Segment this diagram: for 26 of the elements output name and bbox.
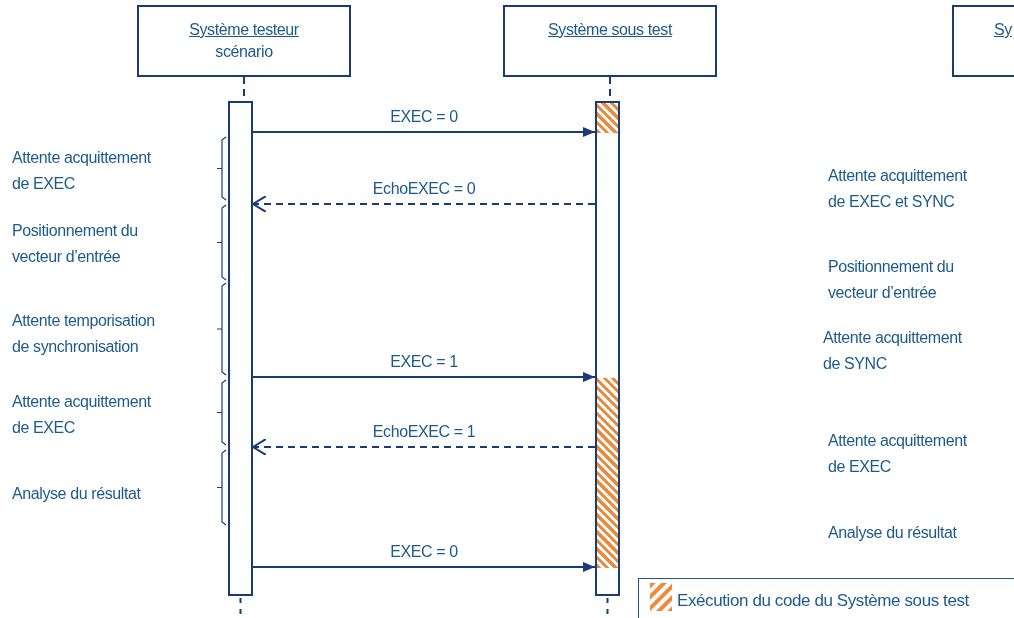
execution-hatch <box>597 103 618 133</box>
phase-note: Attente temporisation de synchronisation <box>12 311 156 357</box>
phase-note: Attente acquittement de EXEC <box>12 148 152 194</box>
phase-note: Attente acquittement de EXEC et SYNC <box>828 166 968 212</box>
lifeline-header-box <box>137 5 351 77</box>
participant-name: Système sous test <box>548 20 672 40</box>
participant-name: Système testeur <box>189 20 299 40</box>
activation-bar <box>595 101 620 596</box>
phase-note: Attente acquittement de EXEC <box>828 431 968 477</box>
message-arrow <box>252 127 596 137</box>
legend-text: Exécution du code du Système sous test <box>677 591 969 611</box>
return-message-arrow <box>252 438 596 456</box>
phase-note: Attente acquittement de EXEC <box>12 392 152 438</box>
phase-note: Attente acquittement de SYNC <box>823 328 963 374</box>
phase-note: Positionnement du vecteur d’entrée <box>828 257 955 303</box>
activation-bar <box>228 101 253 596</box>
phase-note: Positionnement du vecteur d’entrée <box>12 221 139 267</box>
message-arrow <box>252 372 596 382</box>
execution-hatch <box>597 378 618 568</box>
return-message-arrow <box>252 195 596 213</box>
lifeline-header-box <box>503 5 717 77</box>
message-arrow <box>252 562 596 572</box>
phase-note: Analyse du résultat <box>828 523 958 543</box>
participant-name: Sy <box>994 20 1012 40</box>
participant-subtitle: scénario <box>215 42 273 62</box>
phase-note: Analyse du résultat <box>12 484 142 504</box>
